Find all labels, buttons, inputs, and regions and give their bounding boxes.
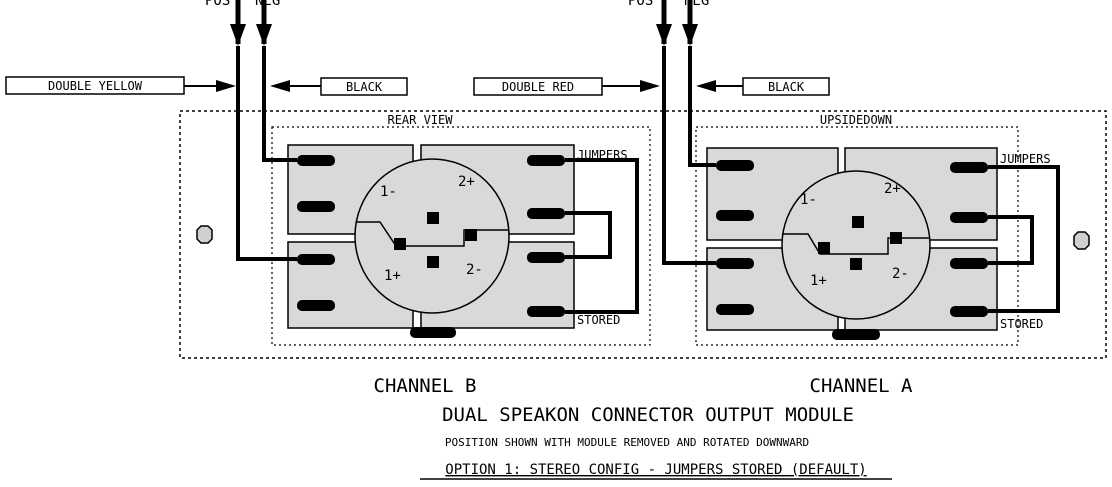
left-pin-1-plus-label: 1+ [384,268,401,284]
diagram-title: DUAL SPEAKON CONNECTOR OUTPUT MODULE [442,404,854,426]
diagram-subtitle: POSITION SHOWN WITH MODULE REMOVED AND R… [445,436,809,449]
left-speakon-circle [354,158,510,314]
left-pin-1-plus [427,256,439,268]
black-left-arrow-icon [270,80,290,92]
channel-b-label: CHANNEL B [374,375,477,397]
right-key-bar [832,329,880,340]
left-stored-label: STORED [577,313,620,327]
right-jumper-inner [988,215,1034,265]
upsidedown-label: UPSIDEDOWN [820,113,892,127]
right-input-wires: POS NEG [628,0,709,46]
left-neg-arrow-icon [256,24,272,46]
right-pin-1-minus-label: 1- [800,192,817,208]
left-connector-frame [271,126,651,346]
module-outline [179,110,1107,359]
right-neg-arrow-icon [682,24,698,46]
left-pin-2-plus-label: 2+ [458,174,475,190]
wire-label-double-yellow: DOUBLE YELLOW [5,76,236,95]
right-connector-frame [695,126,1019,346]
left-jumper-outer [565,158,639,314]
mount-hole-right-icon [1073,231,1090,250]
right-pin-1-minus [818,242,830,254]
left-pin-2-plus [427,212,439,224]
left-jumpers-label: JUMPERS [577,148,628,162]
right-pin-2-minus-label: 2- [892,266,909,282]
left-jumper-inner [565,211,612,259]
left-key-bar [410,327,456,338]
right-pin-2-plus [852,216,864,228]
double-red-text: DOUBLE RED [502,80,574,94]
right-stored-label: STORED [1000,317,1043,331]
left-pin-1-minus-label: 1- [380,184,397,200]
left-pin-2-minus-label: 2- [466,262,483,278]
left-input-wires: POS NEG [205,0,280,46]
right-jumpers-label: JUMPERS [1000,152,1051,166]
right-speakon-circle [781,170,931,320]
mount-hole-left-icon [196,225,213,244]
right-neg-wire [688,46,716,167]
black-right-text: BLACK [768,80,805,94]
double-yellow-arrow-icon [216,80,236,92]
wire-label-black-right: BLACK [696,77,830,96]
right-jumper-outer [988,165,1060,313]
channel-a-label: CHANNEL A [810,375,914,397]
black-right-arrow-icon [696,80,716,92]
left-pin-1-minus [394,238,406,250]
double-yellow-text: DOUBLE YELLOW [48,79,143,93]
left-pos-arrow-icon [230,24,246,46]
left-connector: 1- 2+ 1+ 2- JUMPERS STORED [236,46,639,338]
right-connector: 1- 2+ 1+ 2- JUMPERS STORED [662,46,1060,340]
wire-label-double-red: DOUBLE RED [473,77,660,96]
right-pin-1-plus-label: 1+ [810,273,827,289]
right-pos-arrow-icon [656,24,672,46]
right-pin-1-plus [850,258,862,270]
left-pos-label: POS [205,0,230,9]
left-pos-wire [236,46,297,261]
left-pin-2-minus [465,229,477,241]
right-pin-2-minus [890,232,902,244]
left-neg-wire [262,46,297,162]
right-pos-wire [662,46,716,265]
right-pin-2-plus-label: 2+ [884,181,901,197]
rear-view-label: REAR VIEW [387,113,453,127]
black-left-text: BLACK [346,80,383,94]
wire-label-black-left: BLACK [270,77,408,96]
left-neg-label: NEG [255,0,280,9]
right-pos-label: POS [628,0,653,9]
option-caption: OPTION 1: STEREO CONFIG - JUMPERS STORED… [445,462,866,478]
double-red-arrow-icon [640,80,660,92]
right-neg-label: NEG [684,0,709,9]
